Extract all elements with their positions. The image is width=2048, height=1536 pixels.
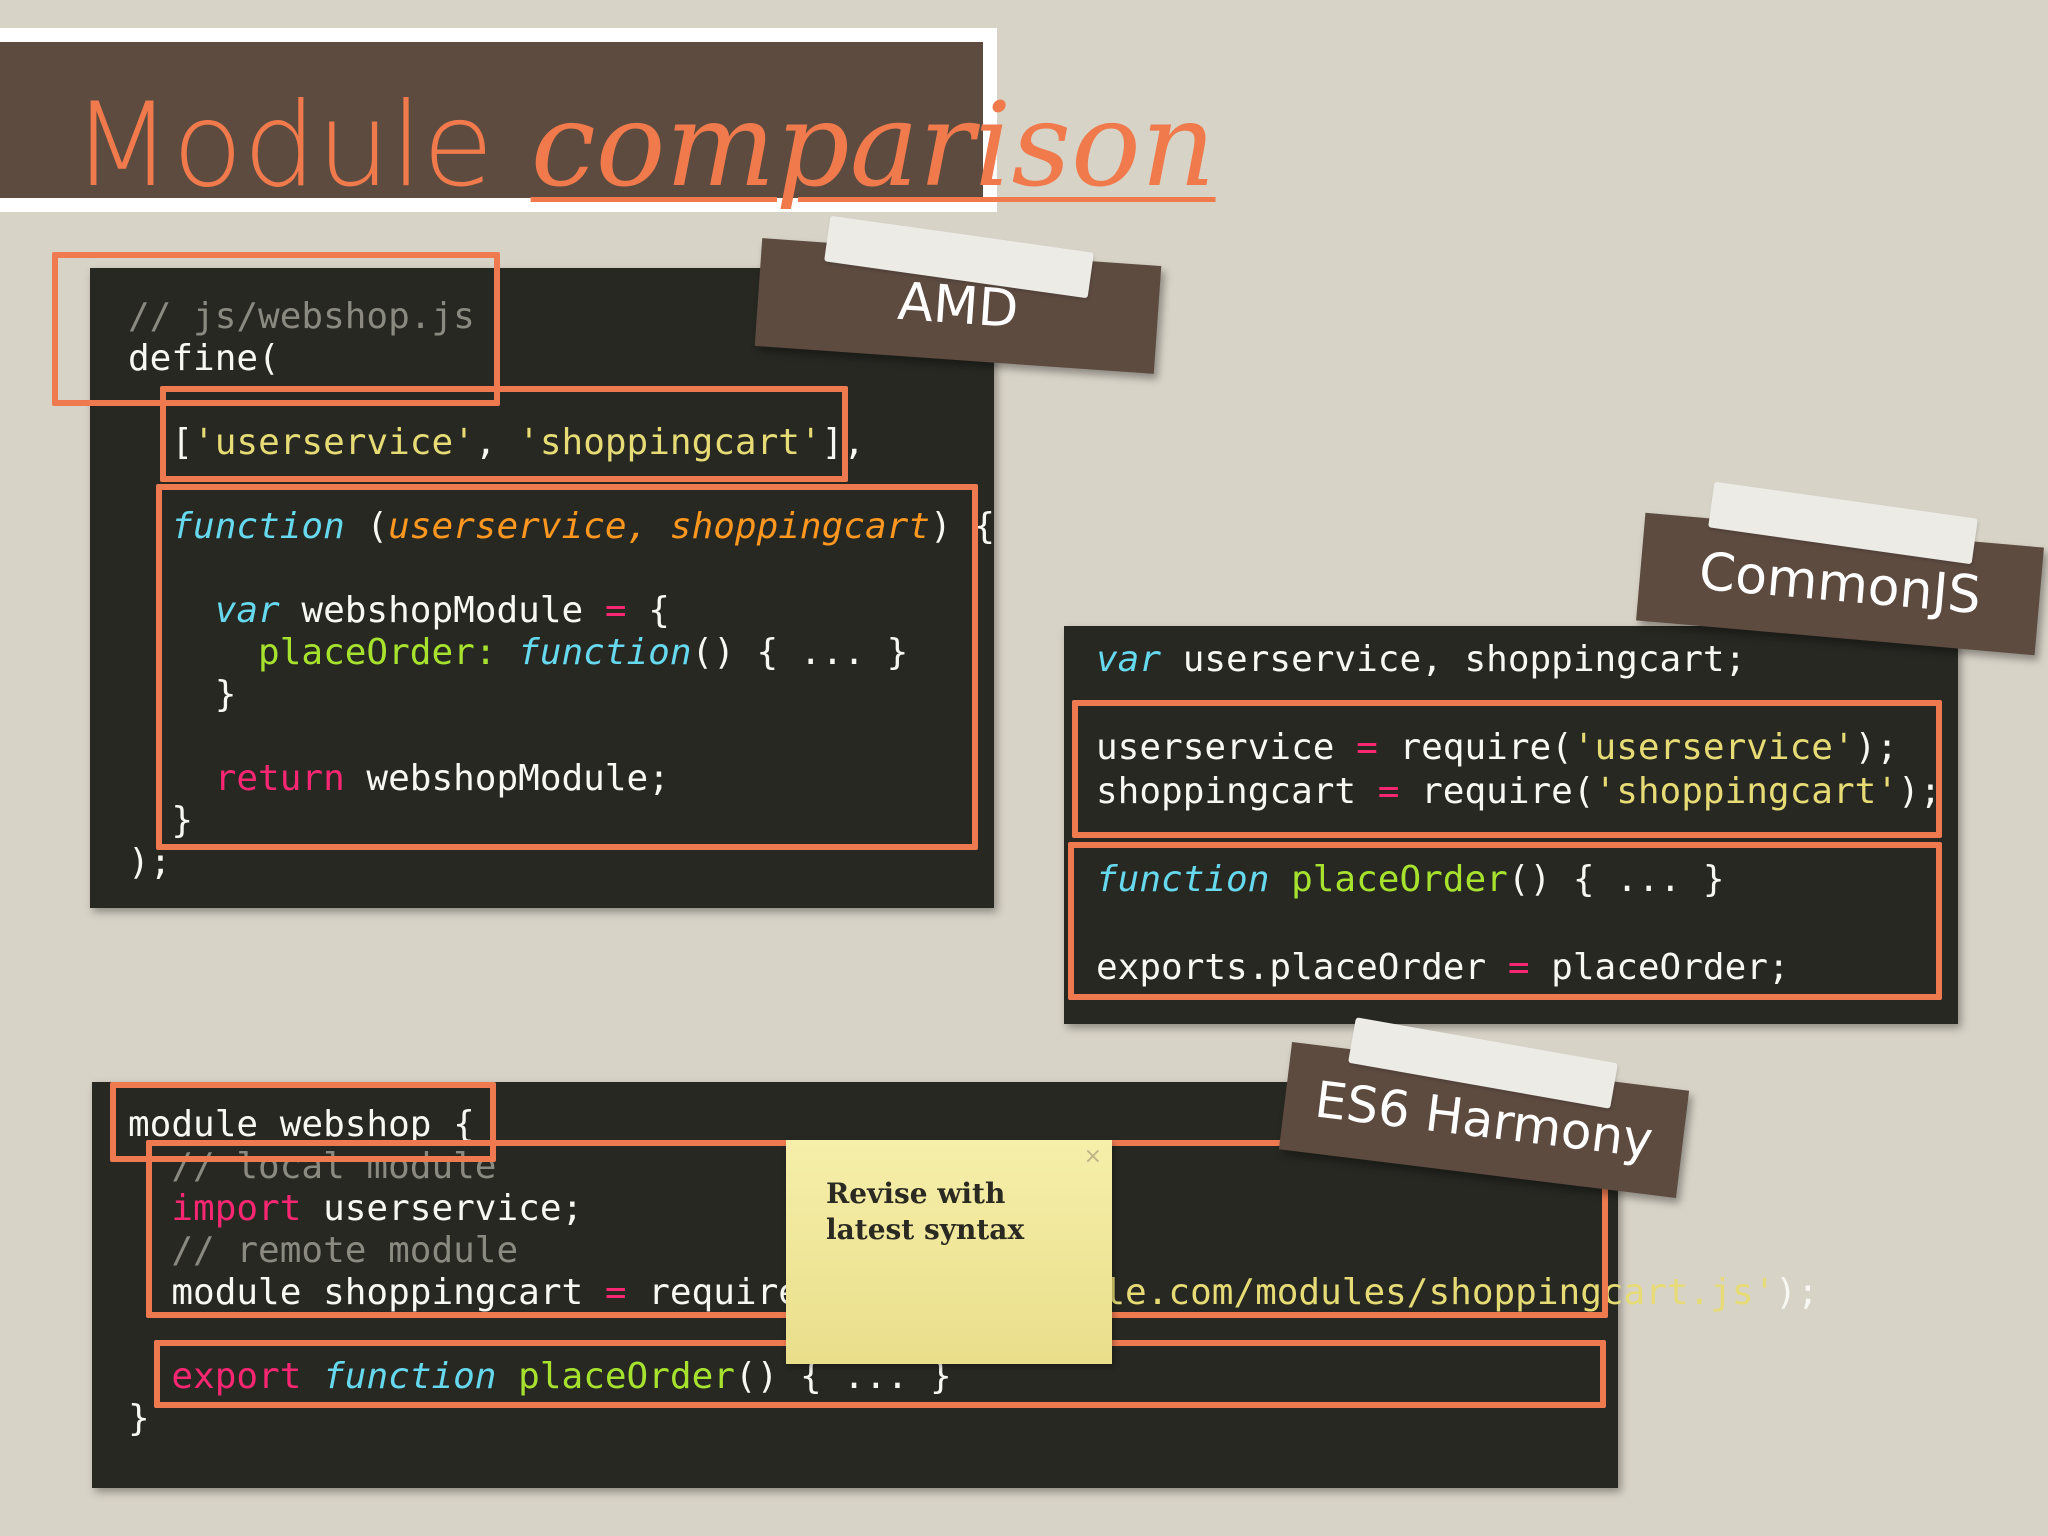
code-token: userservice; [301,1188,584,1229]
code-token: [ [171,422,194,463]
code-keyword: var [214,590,280,631]
code-comment: // local module [171,1146,497,1187]
code-string: 'shoppingcart' [1594,771,1898,812]
code-token: } [214,674,237,715]
code-token: () { ... } [1507,859,1725,900]
code-operator: = [1507,947,1530,988]
code-operator: = [1356,727,1378,768]
code-token: userservice [1096,727,1357,768]
code-string: 'shoppingcart' [518,422,822,463]
code-operator: = [1377,771,1400,812]
commonjs-code: var userservice, shoppingcart; userservi… [1096,638,1941,990]
code-token: } [128,1398,150,1439]
code-function: placeOrder [1291,859,1508,900]
slide-title: Module comparison [72,88,1216,204]
code-token: placeOrder; [1529,947,1790,988]
sticky-note[interactable]: × Revise with latest syntax [786,1140,1112,1364]
code-operator: = [604,1272,627,1313]
code-token: module shoppingcart [171,1272,605,1313]
sticky-note-text: Revise with latest syntax [826,1177,1025,1246]
title-frame: Module comparison [0,28,1216,212]
highlight-exports [1068,842,1942,1000]
code-keyword: function [518,632,692,673]
code-token: shoppingcart [1096,771,1378,812]
code-token: ); [1775,1272,1819,1313]
code-keyword: function [1096,859,1270,900]
highlight-module [110,1082,496,1162]
code-comment: // js/webshop.js [128,296,475,337]
code-token: webshopModule; [344,758,670,799]
code-keyword: export [171,1356,302,1397]
code-keyword: function [171,506,345,547]
code-operator: = [604,590,627,631]
code-token: exports.placeOrder [1096,947,1508,988]
highlight-requires [1072,700,1942,838]
code-token: { [626,590,670,631]
code-token: require( [1377,727,1573,768]
code-token: ( [344,506,389,547]
code-token: ); [1897,771,1942,812]
close-icon[interactable]: × [1083,1144,1102,1169]
code-keyword: function [323,1356,497,1397]
code-keyword: var [1096,639,1162,680]
title-banner: Module comparison [0,42,1216,204]
code-define: define( [128,338,280,379]
code-token: require( [1399,771,1595,812]
code-string: 'userservice' [1572,727,1855,768]
title-emphasis: comparison [530,78,1216,213]
code-param: , [626,506,670,547]
code-token: } [171,800,194,841]
code-token: ) { [929,506,996,547]
code-token: userservice, shoppingcart; [1161,639,1747,680]
code-token: webshopModule [279,590,605,631]
highlight-define [52,252,500,406]
highlight-factory [156,484,978,850]
code-token: ); [1854,727,1898,768]
code-keyword: import [171,1188,302,1229]
code-token: module webshop { [128,1104,475,1145]
highlight-deps [160,386,848,482]
code-function: placeOrder: [258,632,519,673]
code-token: , [474,422,519,463]
code-param: shoppingcart [669,506,930,547]
title-main: Module [72,78,494,213]
code-keyword: return [214,758,345,799]
code-comment: // remote module [171,1230,519,1271]
commonjs-code-panel: var userservice, shoppingcart; userservi… [1064,626,1958,1024]
code-param: userservice [388,506,627,547]
code-function: placeOrder [518,1356,735,1397]
code-string: 'userservice' [193,422,475,463]
code-token: () { ... } [691,632,909,673]
